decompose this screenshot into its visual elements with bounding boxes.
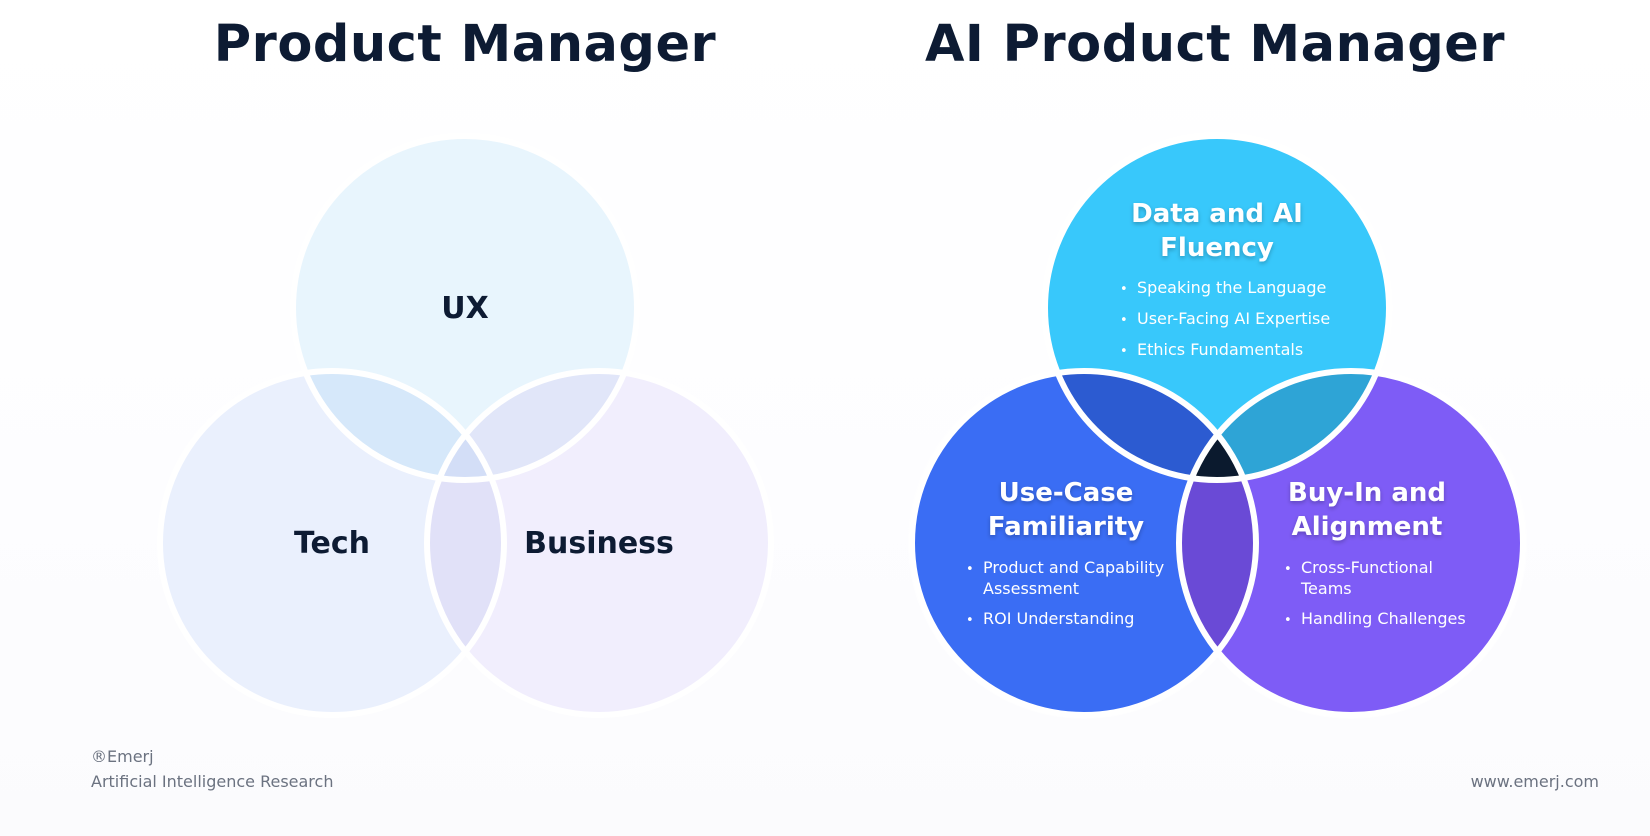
bullet-dot: • [1120, 282, 1128, 297]
bullet-product-capability-line2: Assessment [983, 579, 1079, 598]
data-ai-fluency-bullets: • Speaking the Language • User-Facing AI… [1120, 278, 1330, 359]
emerj-tagline: Artificial Intelligence Research [91, 772, 334, 791]
ux-tech-overlap [293, 371, 504, 480]
use-case-familiarity-title-line1: Use-Case [999, 478, 1134, 508]
business-label: Business [524, 526, 674, 561]
tech-outline [157, 368, 507, 718]
data-ai-fluency-title-line1: Data and AI [1131, 199, 1303, 229]
bullet-cross-functional-line1: Cross-Functional [1301, 558, 1433, 577]
bullet-product-capability-line1: Product and Capability [983, 558, 1164, 577]
bullet-dot: • [966, 613, 974, 628]
fluency-familiarity-overlap [1045, 371, 1256, 480]
alignment-outline [1176, 368, 1526, 718]
bullet-user-facing-ai-expertise: User-Facing AI Expertise [1137, 309, 1330, 328]
bullet-dot: • [966, 562, 974, 577]
buy-in-alignment-bullets: • Cross-Functional Teams • Handling Chal… [1284, 558, 1466, 628]
buy-in-alignment-title-line1: Buy-In and [1288, 478, 1446, 508]
tech-label: Tech [294, 526, 370, 561]
bullet-cross-functional-line2: Teams [1300, 579, 1352, 598]
bullet-dot: • [1284, 562, 1292, 577]
ai-product-manager-title: AI Product Manager [924, 15, 1506, 74]
bullet-dot: • [1284, 613, 1292, 628]
product-manager-title: Product Manager [213, 15, 717, 74]
ux-outline [290, 133, 640, 483]
emerj-brand: ®Emerj [91, 747, 154, 766]
emerj-website-link[interactable]: www.emerj.com [1470, 772, 1599, 791]
business-outline [424, 368, 774, 718]
bullet-dot: • [1120, 344, 1128, 359]
product-manager-venn: UX Tech Business [157, 133, 774, 718]
bullet-handling-challenges: Handling Challenges [1301, 609, 1466, 628]
bullet-speaking-the-language: Speaking the Language [1137, 278, 1326, 297]
use-case-familiarity-bullets: • Product and Capability Assessment • RO… [966, 558, 1164, 628]
fluency-alignment-overlap [1179, 371, 1389, 480]
bullet-ethics-fundamentals: Ethics Fundamentals [1137, 340, 1303, 359]
ai-product-manager-venn: Data and AI Fluency • Speaking the Langu… [908, 132, 1527, 719]
fluency-outline [1042, 133, 1392, 483]
buy-in-alignment-title-line2: Alignment [1292, 512, 1443, 542]
familiarity-outline [909, 368, 1259, 718]
ux-business-overlap [427, 371, 637, 480]
data-ai-fluency-title-line2: Fluency [1160, 233, 1274, 263]
bullet-roi-understanding: ROI Understanding [983, 609, 1134, 628]
bullet-dot: • [1120, 313, 1128, 328]
use-case-familiarity-title-line2: Familiarity [988, 512, 1144, 542]
ux-label: UX [441, 291, 489, 326]
